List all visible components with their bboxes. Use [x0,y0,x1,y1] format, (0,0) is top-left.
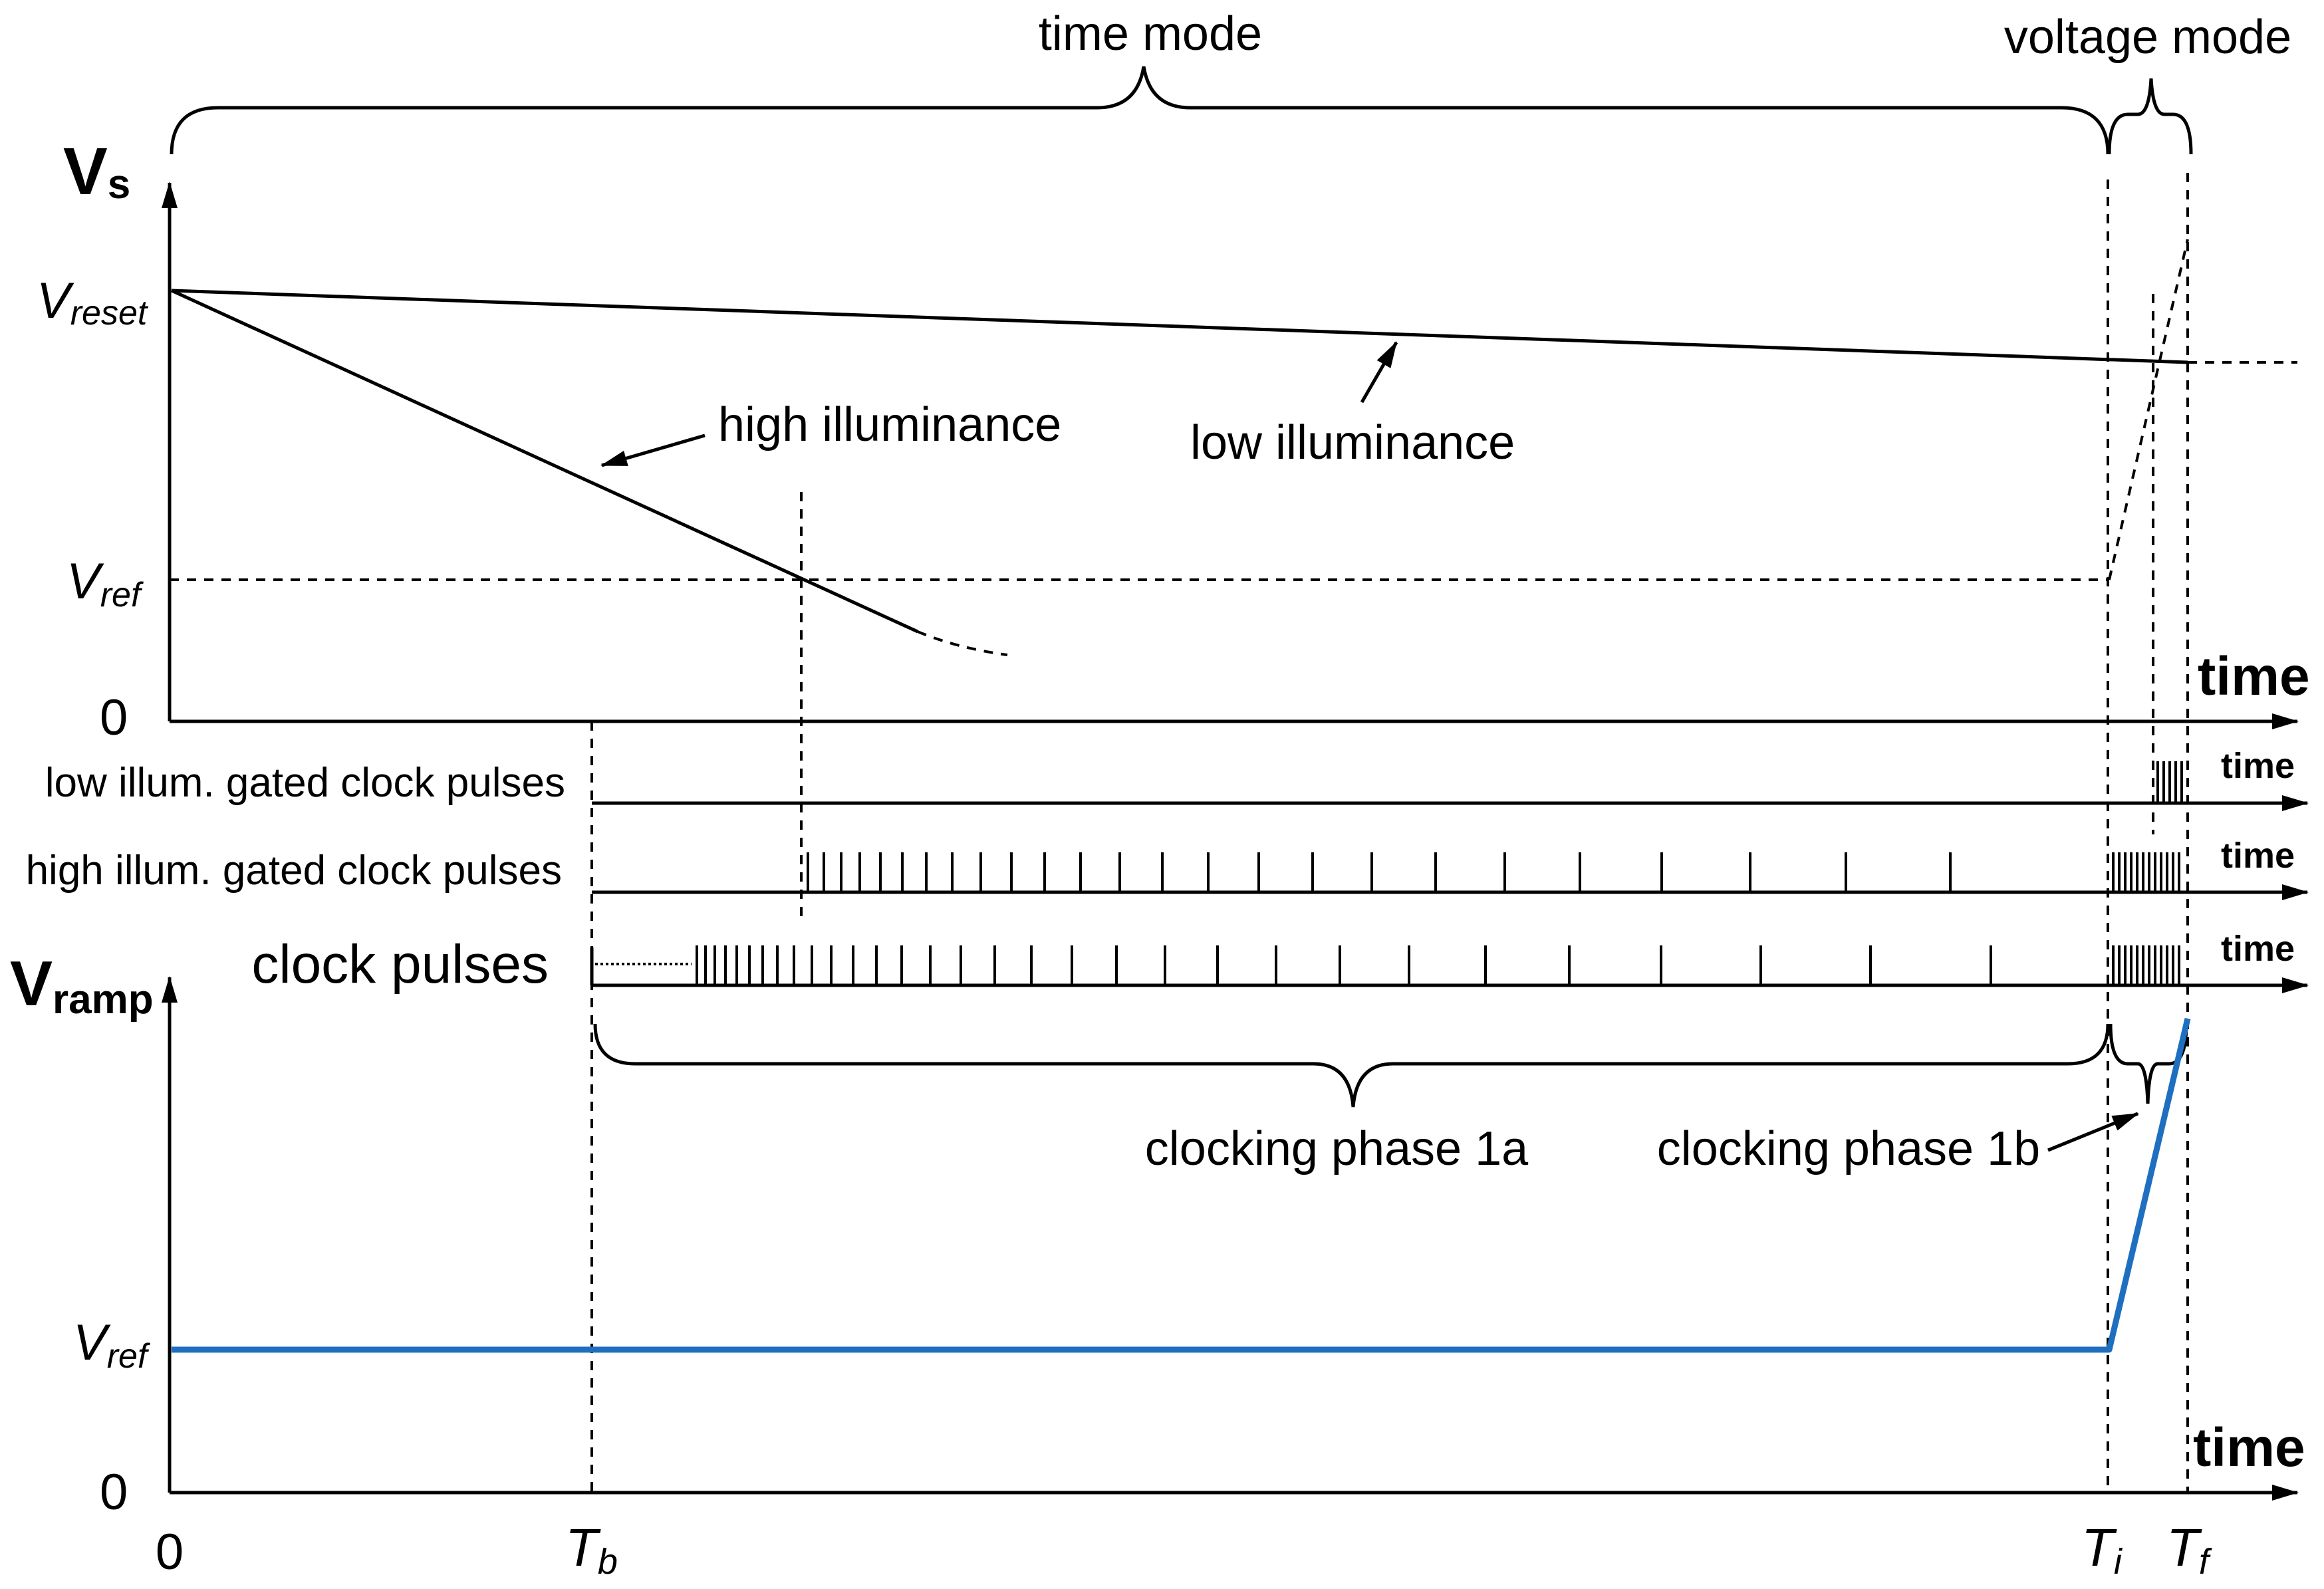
clocking-phase-1a-brace [593,1023,2110,1108]
clocking-phase-1a-label: clocking phase 1a [1145,1122,1529,1175]
vramp-trace [172,1017,2191,1353]
high-illum-pulses-label: high illum. gated clock pulses [26,848,562,894]
vs-axis-label: Vs [63,134,130,209]
high-illuminance-dashed-end [917,630,1008,656]
time-label-bottom: time [2193,1417,2305,1478]
low-illum-pulses [2156,761,2183,803]
low-illuminance-line [171,289,2188,364]
vreset-label: Vreset [37,273,149,332]
high-illuminance-line [170,289,919,634]
zero-label-bottom: 0 [100,1464,128,1521]
clocking-phase-1b-label: clocking phase 1b [1657,1122,2040,1175]
voltage-mode-label: voltage mode [2004,11,2291,64]
time-label-high-pulses: time [2221,836,2295,876]
high-illum-pulses [807,852,2180,892]
clock-pulses-label: clock pulses [251,934,549,995]
time-mode-brace [170,66,2110,155]
origin-label: 0 [156,1524,184,1580]
time-label-top: time [2198,646,2310,707]
low-illuminance-label: low illuminance [1190,416,1515,469]
low-illum-pulses-label: low illum. gated clock pulses [45,760,565,806]
time-label-clock-pulses: time [2221,929,2295,969]
zero-label-top: 0 [100,689,128,746]
high-illuminance-arrow [600,433,706,467]
high-illuminance-label: high illuminance [718,398,1061,451]
vref-label-bottom: Vref [73,1314,150,1376]
vs-ramp-dashed [2108,239,2189,580]
time-label-low-pulses: time [2221,746,2295,786]
clocking-phase-1b-arrow [2047,1112,2139,1152]
vref-label-top: Vref [66,553,144,614]
time-mode-label: time mode [1039,7,1262,61]
ti-label: Ti [2081,1518,2123,1582]
clock-pulses [696,945,2180,985]
voltage-mode-brace [2107,78,2193,155]
tb-label: Tb [565,1518,618,1582]
tf-label: Tf [2166,1518,2212,1582]
low-illuminance-arrow [1360,341,1398,404]
vramp-axis-label: Vramp [10,948,154,1023]
